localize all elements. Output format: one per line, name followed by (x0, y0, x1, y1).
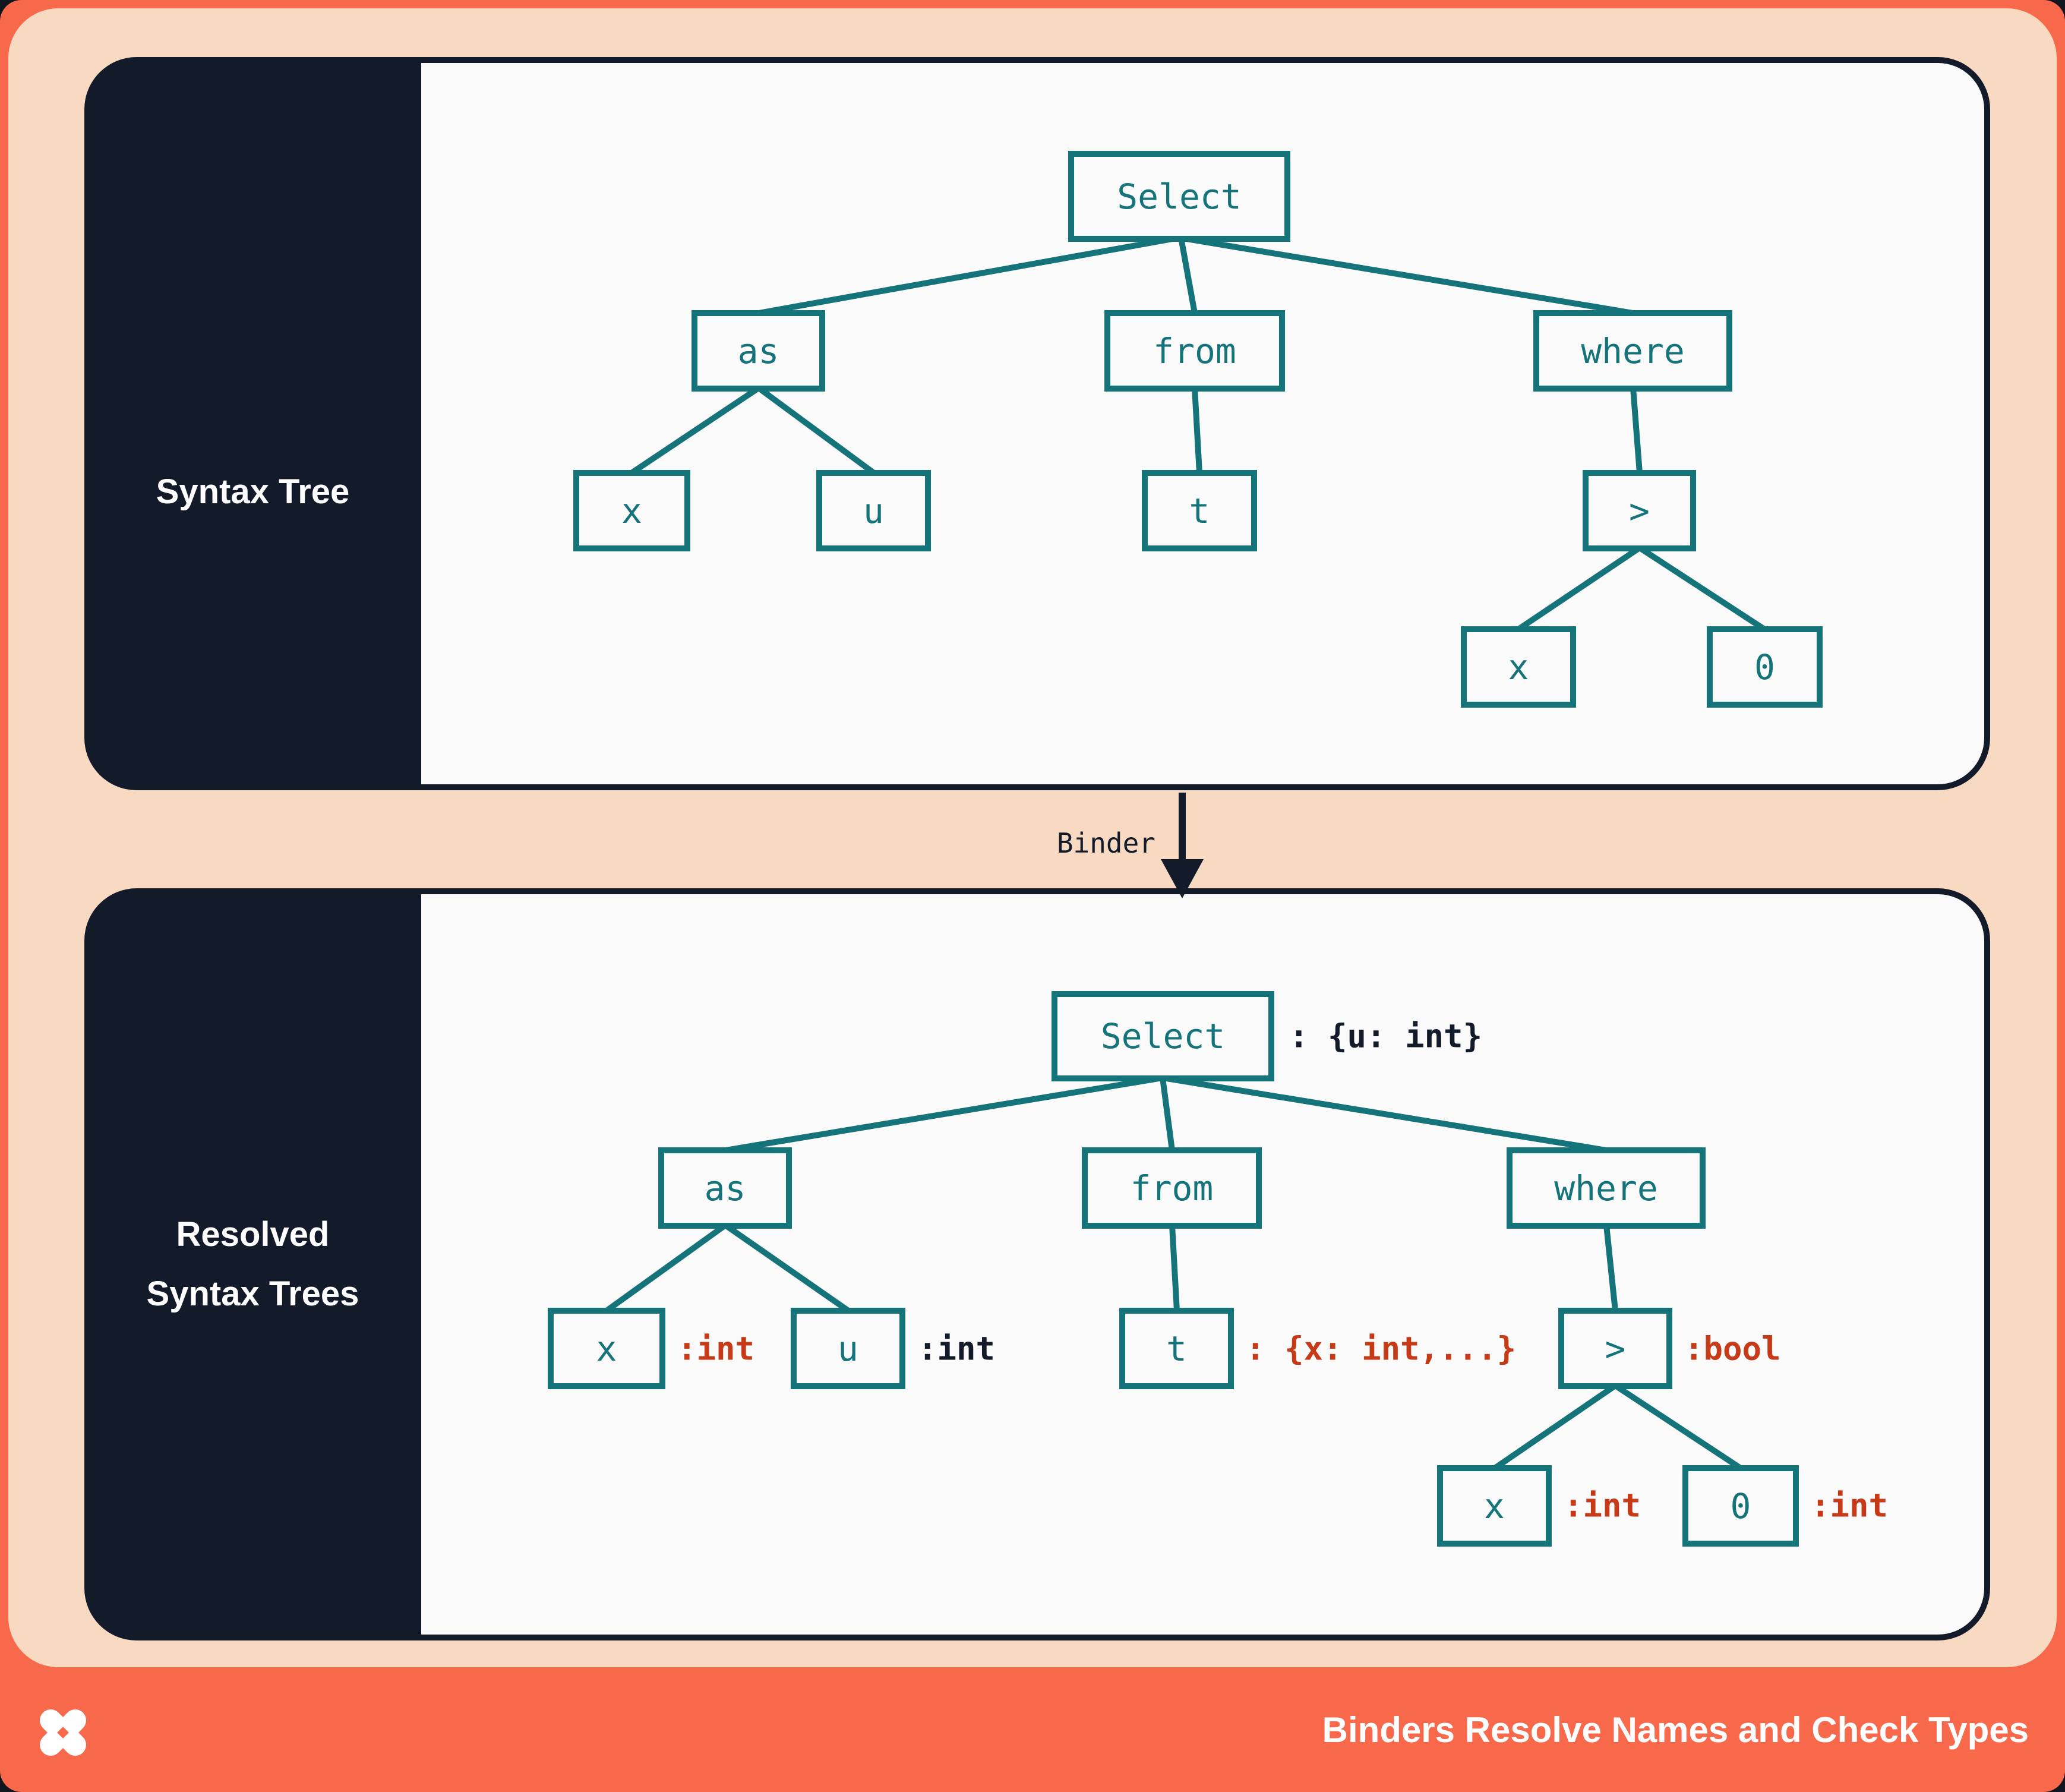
resolved-node-select: Select (1052, 991, 1274, 1081)
syntax-tree-panel-title: Syntax Tree (156, 472, 350, 511)
tree-node-x-left: x (573, 470, 690, 551)
tree-node-select: Select (1068, 151, 1290, 242)
node-label: > (1605, 1328, 1626, 1369)
tree-node-zero: 0 (1707, 626, 1823, 708)
node-label: as (704, 1168, 746, 1209)
node-label: > (1629, 490, 1650, 531)
node-label: from (1130, 1168, 1214, 1209)
tree-node-as: as (692, 310, 825, 392)
logo-diamond-cutout (57, 1727, 69, 1739)
type-annotation-x-left: :int (677, 1330, 755, 1368)
resolved-node-x-left: x (548, 1308, 665, 1389)
resolved-node-t: t (1119, 1308, 1234, 1389)
resolved-node-from: from (1082, 1147, 1262, 1229)
node-label: x (621, 490, 642, 531)
binder-label: Binder (1056, 827, 1155, 859)
node-label: u (863, 490, 884, 531)
node-label: from (1153, 330, 1236, 371)
resolved-node-x-right: x (1437, 1465, 1552, 1547)
node-label: t (1189, 490, 1210, 531)
tree-node-from: from (1104, 310, 1285, 392)
node-label: x (1484, 1485, 1505, 1526)
resolved-node-as: as (658, 1147, 792, 1229)
node-label: 0 (1754, 646, 1775, 687)
tree-node-x-right: x (1461, 626, 1576, 708)
node-label: where (1581, 330, 1685, 371)
node-label: Select (1100, 1016, 1226, 1056)
resolved-panel-title: Resolved Syntax Trees (84, 1205, 421, 1324)
syntax-tree-panel: Syntax Tree (84, 57, 1990, 790)
node-label: x (596, 1328, 617, 1369)
node-label: Select (1117, 176, 1242, 217)
resolved-node-u: u (791, 1308, 905, 1389)
pinwheel-x-logo (40, 1709, 86, 1756)
node-label: where (1554, 1168, 1658, 1209)
resolved-node-zero: 0 (1682, 1465, 1799, 1547)
type-annotation-zero: :int (1811, 1487, 1889, 1525)
node-label: as (737, 330, 779, 371)
tree-node-where: where (1533, 310, 1732, 392)
resolved-panel-title-line2: Syntax Trees (146, 1274, 359, 1313)
type-annotation-t: : {x: int,...} (1246, 1330, 1517, 1368)
resolved-node-greater-than: > (1558, 1308, 1672, 1389)
node-label: t (1166, 1328, 1187, 1369)
resolved-panel-title-line1: Resolved (176, 1215, 330, 1254)
resolved-node-where: where (1507, 1147, 1706, 1229)
tree-node-t: t (1142, 470, 1257, 551)
tree-node-u: u (816, 470, 931, 551)
node-label: u (838, 1328, 858, 1369)
type-annotation-greater-than: :bool (1684, 1330, 1781, 1368)
node-label: 0 (1730, 1485, 1751, 1526)
tree-node-greater-than: > (1583, 470, 1696, 551)
type-annotation-u: :int (918, 1330, 996, 1368)
type-annotation-select: : {u: int} (1289, 1017, 1483, 1055)
node-label: x (1508, 646, 1529, 687)
footer-title: Binders Resolve Names and Check Types (1322, 1710, 2029, 1750)
type-annotation-x-right: :int (1564, 1487, 1641, 1525)
